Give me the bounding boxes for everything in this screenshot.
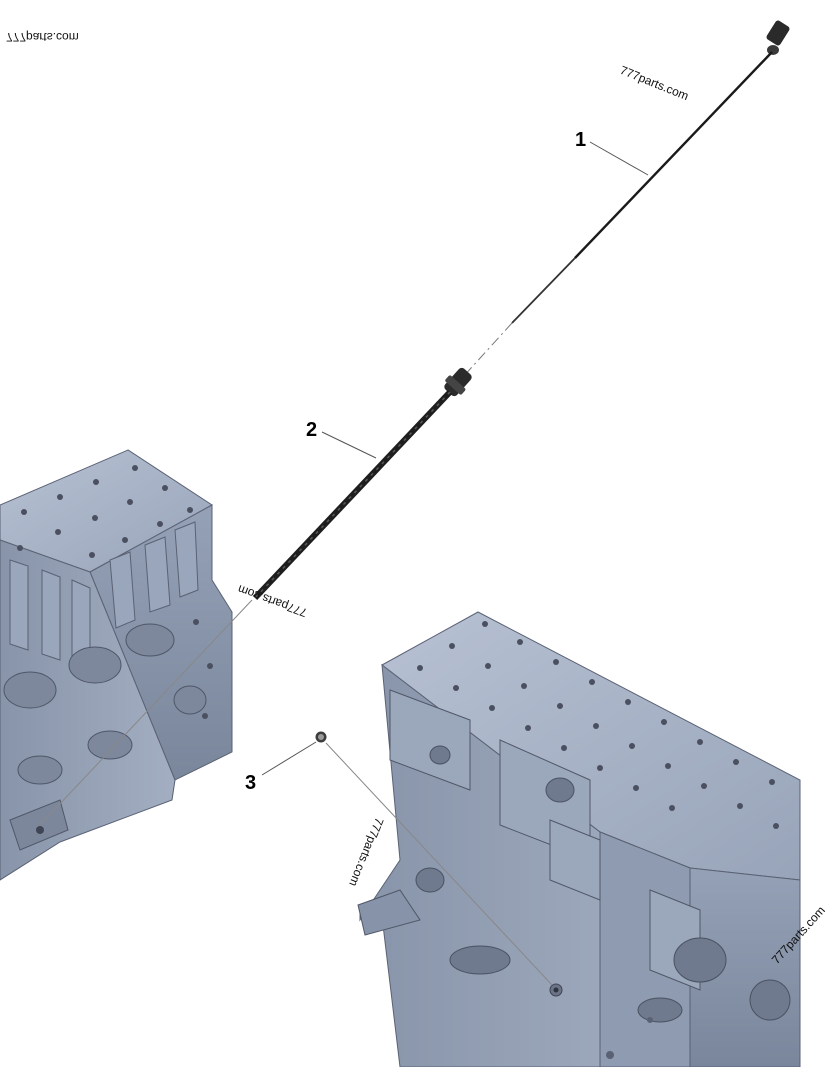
engine-block-left: [0, 449, 233, 881]
engine-block-right: [357, 611, 801, 1067]
dipstick-handle: [766, 20, 790, 55]
exploded-view-drawing: [0, 20, 801, 1067]
parts-diagram: 1 2 3 777parts.com 777parts.com 777parts…: [0, 20, 828, 1067]
watermark: 777parts.com: [6, 30, 79, 44]
plug: [315, 731, 553, 986]
callout-2: 2: [306, 419, 318, 441]
dipstick-tube: [39, 367, 472, 826]
leader-lines: [261, 141, 649, 776]
dipstick: [461, 20, 790, 379]
callout-3: 3: [245, 772, 257, 794]
callout-1: 1: [575, 129, 587, 151]
